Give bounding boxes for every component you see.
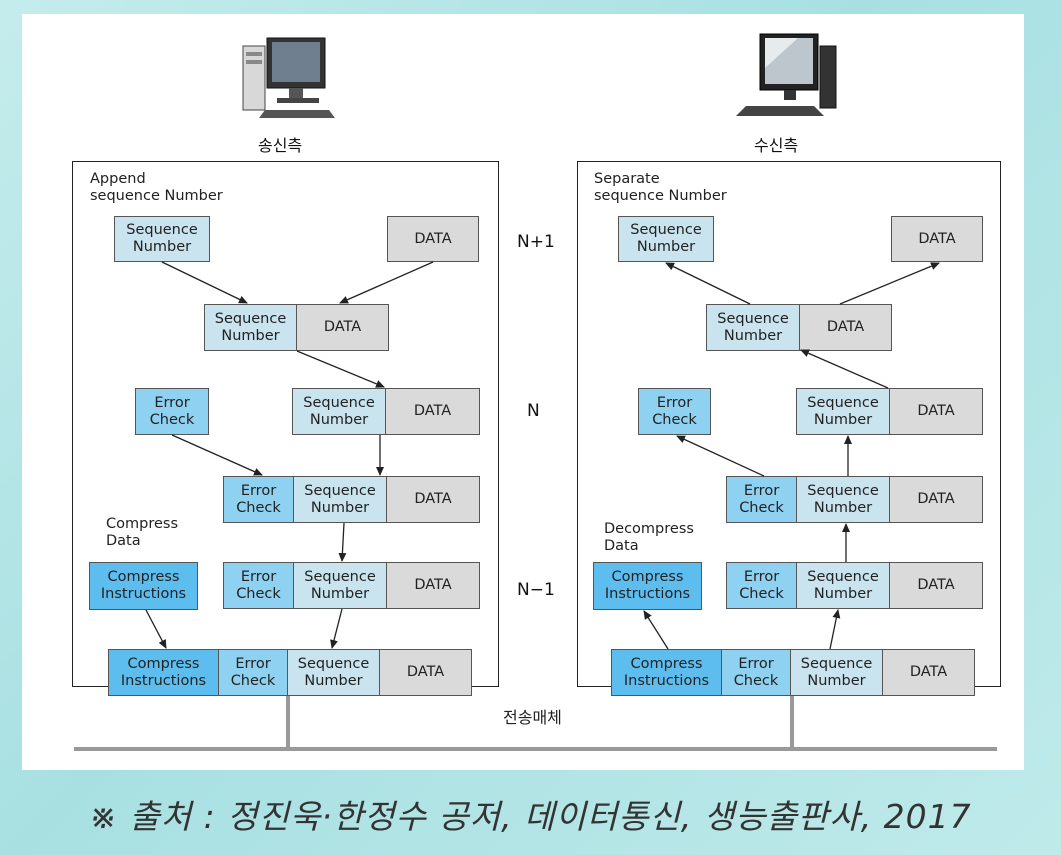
receiver-n-error-sequence: Sequence Number bbox=[796, 476, 890, 523]
arrow bbox=[161, 261, 248, 304]
receiver-np1-data: DATA bbox=[799, 304, 892, 351]
receiver-n-error-data: DATA bbox=[889, 476, 983, 523]
sender-n-sequence: Sequence Number bbox=[292, 388, 386, 435]
receiver-np1-sequence: Sequence Number bbox=[706, 304, 800, 351]
diagram-card: 송신측 수신측 N+1 N N−1 Append sequence Number… bbox=[22, 14, 1024, 770]
sender-n-error-sequence: Sequence Number bbox=[293, 476, 387, 523]
arrow bbox=[145, 609, 167, 649]
arrow bbox=[676, 435, 765, 477]
level-n-minus-1: N−1 bbox=[517, 580, 555, 600]
receiver-top-data: DATA bbox=[891, 216, 983, 262]
compress-label: Compress Data bbox=[106, 516, 178, 549]
level-n: N bbox=[527, 401, 540, 421]
receiver-error-check: Error Check bbox=[638, 388, 711, 435]
sender-n-error-data: DATA bbox=[386, 476, 480, 523]
receiver-top-sequence: Sequence Number bbox=[618, 216, 714, 262]
receiver-header: 수신측 bbox=[754, 136, 799, 155]
sender-np1-data: DATA bbox=[296, 304, 389, 351]
sender-bottom-compress: Compress Instructions bbox=[108, 649, 219, 696]
receiver-bottom-compress: Compress Instructions bbox=[611, 649, 722, 696]
source-note: ※ 출처 : 정진욱·한정수 공저, 데이터통신, 생능출판사, 2017 bbox=[89, 797, 972, 836]
flow-arrows bbox=[74, 261, 997, 751]
arrow bbox=[171, 434, 263, 476]
arrow bbox=[296, 350, 385, 388]
receiver-n-data: DATA bbox=[889, 388, 983, 435]
arrow bbox=[643, 610, 669, 650]
transmission-medium-line bbox=[74, 696, 997, 751]
arrow bbox=[330, 608, 343, 649]
receiver-bottom-data: DATA bbox=[882, 649, 975, 696]
arrow bbox=[665, 262, 751, 305]
sender-nm1-data: DATA bbox=[386, 562, 480, 609]
level-n-plus-1: N+1 bbox=[517, 232, 555, 252]
arrow bbox=[829, 609, 841, 650]
sender-bottom-sequence: Sequence Number bbox=[287, 649, 380, 696]
sender-np1-sequence: Sequence Number bbox=[204, 304, 297, 351]
receiver-bottom-error: Error Check bbox=[721, 649, 791, 696]
separate-label: Separate sequence Number bbox=[594, 171, 727, 204]
receiver-compress-instructions: Compress Instructions bbox=[593, 562, 702, 610]
arrow bbox=[839, 262, 940, 305]
arrow bbox=[800, 349, 889, 389]
sender-error-check: Error Check bbox=[135, 388, 209, 435]
arrow bbox=[339, 261, 434, 304]
receiver-n-error: Error Check bbox=[726, 476, 797, 523]
arrow bbox=[338, 522, 347, 562]
sender-computer-icon bbox=[242, 37, 335, 118]
receiver-bottom-sequence: Sequence Number bbox=[790, 649, 883, 696]
sender-n-error: Error Check bbox=[223, 476, 294, 523]
medium-label: 전송매체 bbox=[503, 708, 562, 727]
receiver-nm1-data: DATA bbox=[889, 562, 983, 609]
sender-top-data: DATA bbox=[387, 216, 479, 262]
receiver-n-sequence: Sequence Number bbox=[796, 388, 890, 435]
sender-n-data: DATA bbox=[385, 388, 480, 435]
sender-compress-instructions: Compress Instructions bbox=[89, 562, 198, 610]
receiver-computer-icon bbox=[736, 33, 837, 116]
append-label: Append sequence Number bbox=[90, 171, 223, 204]
sender-header: 송신측 bbox=[258, 136, 303, 155]
sender-bottom-data: DATA bbox=[379, 649, 472, 696]
sender-top-sequence: Sequence Number bbox=[114, 216, 210, 262]
sender-nm1-sequence: Sequence Number bbox=[293, 562, 387, 609]
decompress-label: Decompress Data bbox=[604, 521, 694, 554]
sender-nm1-error: Error Check bbox=[223, 562, 294, 609]
